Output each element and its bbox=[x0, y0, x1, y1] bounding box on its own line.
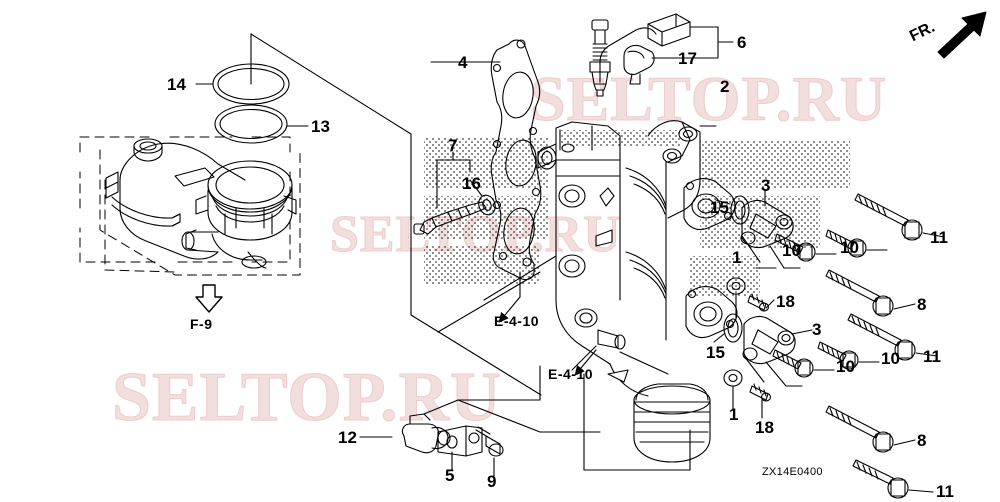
callout-14: 14 bbox=[167, 75, 186, 94]
callout-2: 2 bbox=[720, 77, 730, 96]
callout-18-lower: 18 bbox=[755, 418, 774, 437]
callout-10-a: 10 bbox=[782, 241, 801, 260]
callout-15-lower: 15 bbox=[706, 343, 725, 362]
callout-8-a: 8 bbox=[917, 295, 927, 314]
callout-10-c: 10 bbox=[836, 357, 855, 376]
section-ref-f-9[interactable]: F-9 bbox=[190, 316, 213, 332]
callout-6: 6 bbox=[737, 33, 747, 52]
callout-8-b: 8 bbox=[917, 431, 927, 450]
callout-3-upper: 3 bbox=[761, 176, 771, 195]
callout-10-d: 10 bbox=[881, 349, 900, 368]
callout-17: 17 bbox=[678, 49, 697, 68]
section-ref-e-4-10-upper[interactable]: E-4-10 bbox=[494, 313, 540, 329]
callout-10-b: 10 bbox=[840, 238, 859, 257]
callout-18-upper: 18 bbox=[776, 292, 795, 311]
callout-9: 9 bbox=[487, 472, 497, 491]
callout-1-upper: 1 bbox=[732, 248, 742, 267]
diagram-code: ZX14E0400 bbox=[762, 466, 823, 478]
callout-3-lower: 3 bbox=[812, 320, 822, 339]
callout-5: 5 bbox=[445, 466, 455, 485]
callout-11-a: 11 bbox=[930, 228, 948, 247]
callout-11-c: 11 bbox=[936, 482, 954, 501]
callout-1-lower: 1 bbox=[729, 405, 739, 424]
callout-13: 13 bbox=[311, 117, 330, 136]
callout-15-upper: 15 bbox=[710, 198, 729, 217]
callout-4: 4 bbox=[458, 53, 468, 72]
callout-12: 12 bbox=[338, 428, 357, 447]
callout-7: 7 bbox=[448, 136, 458, 155]
callout-11-b: 11 bbox=[923, 347, 941, 366]
section-ref-e-4-10-lower[interactable]: E-4-10 bbox=[548, 366, 594, 382]
callout-16: 16 bbox=[462, 174, 481, 193]
